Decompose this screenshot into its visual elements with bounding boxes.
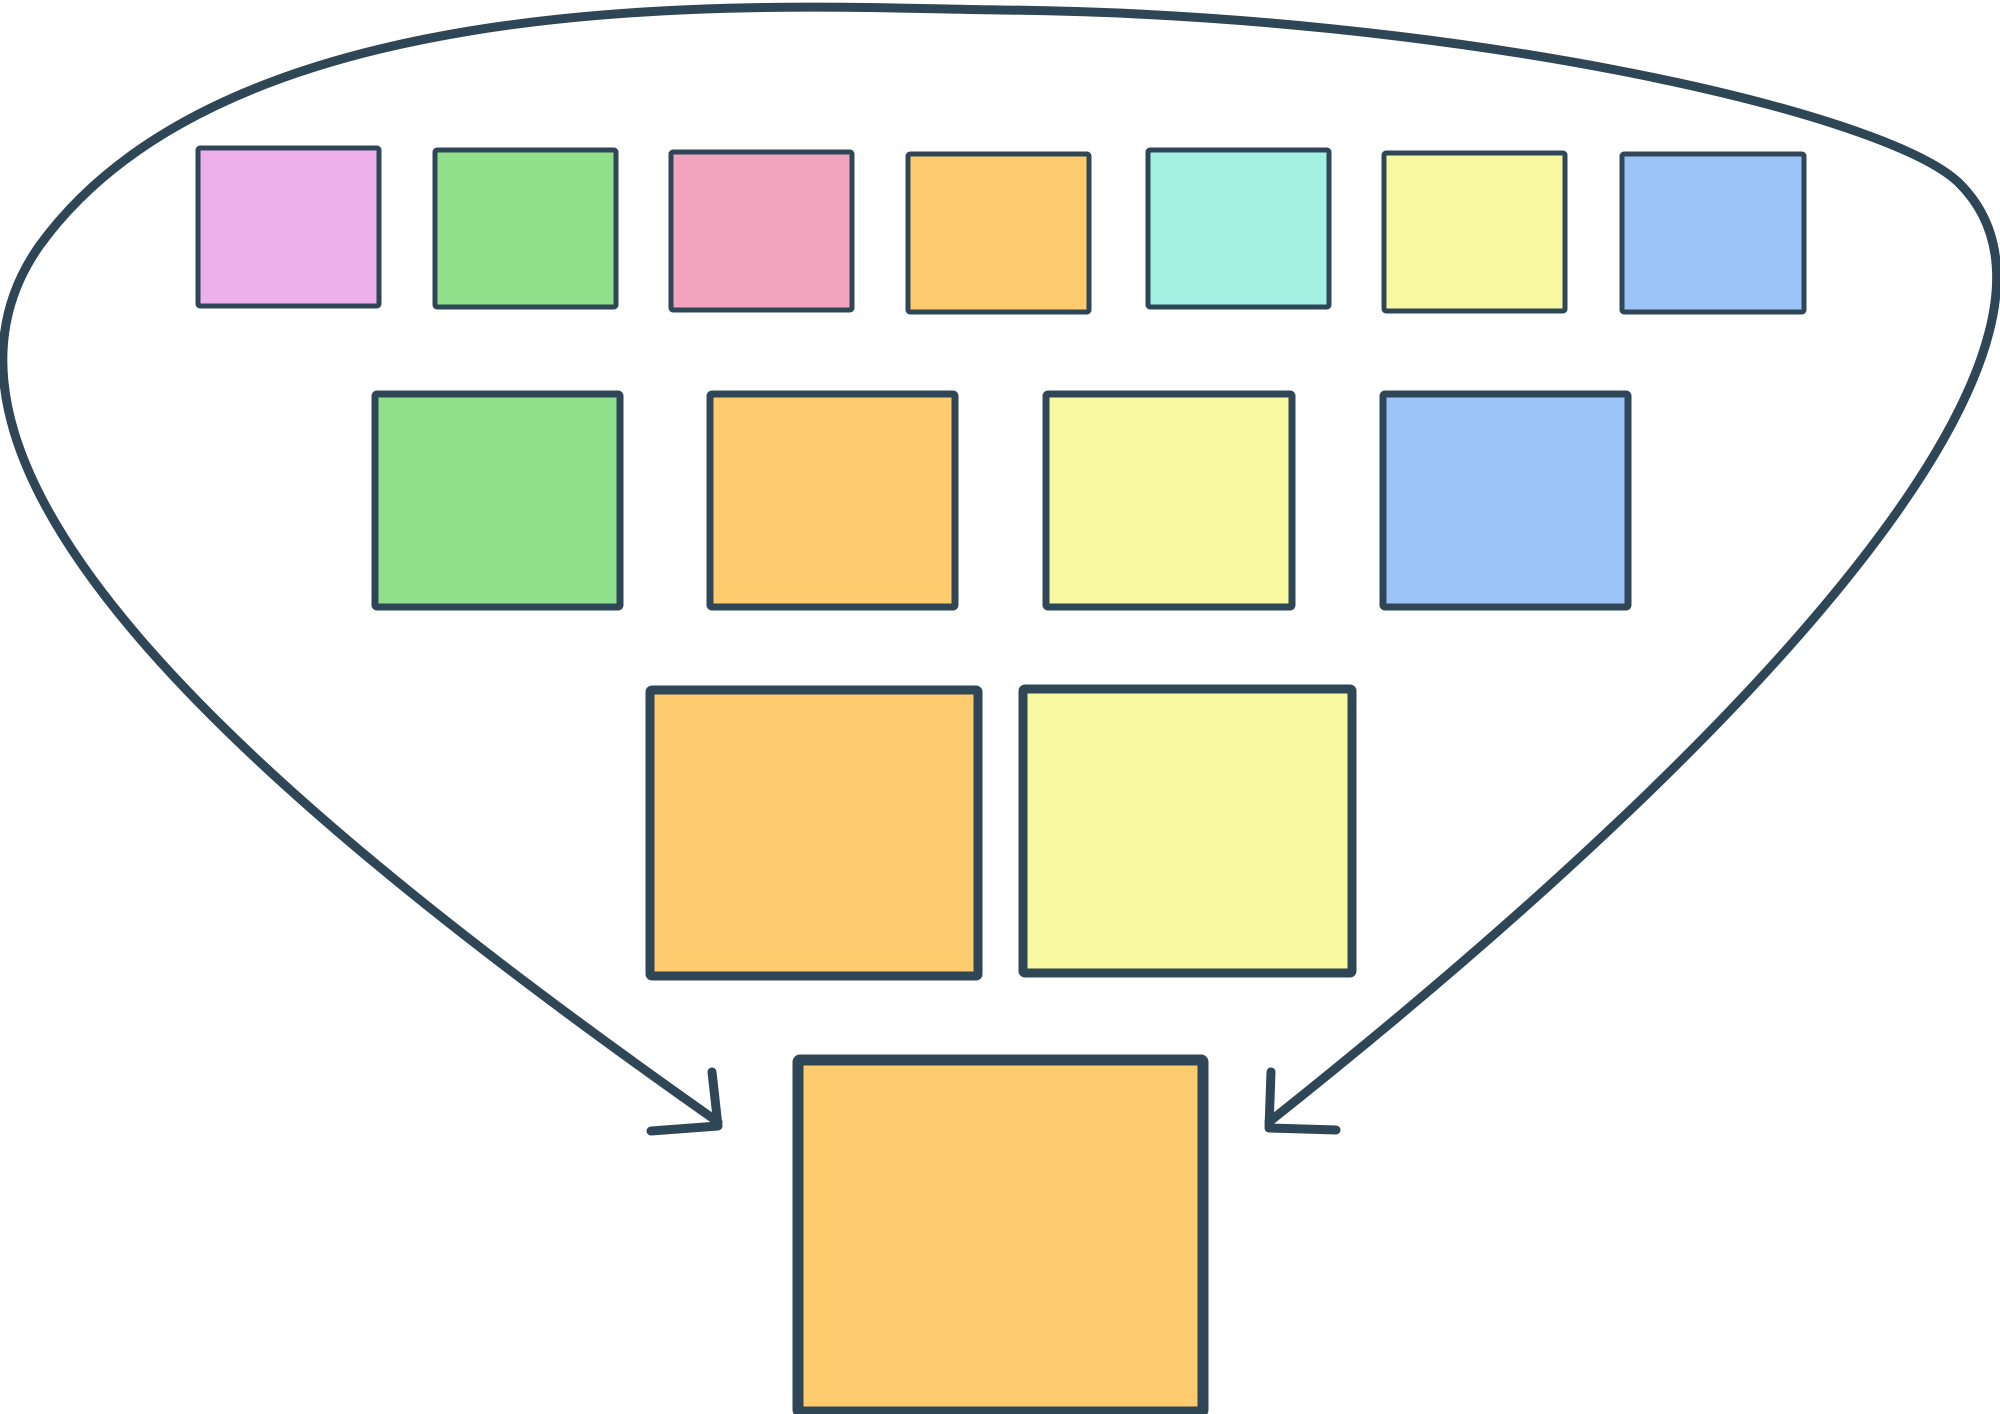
loop-arrow-path <box>0 2 2000 1127</box>
row-1-box-rose <box>668 149 855 313</box>
row-2-box-green <box>371 390 624 611</box>
row-1-box-yellow <box>1381 150 1568 314</box>
row-1-box-teal <box>1145 147 1332 310</box>
arrowhead-left <box>646 1067 723 1136</box>
row-2-box-blue <box>1379 390 1632 611</box>
row-4-box-orange <box>792 1054 1209 1414</box>
row-2-box-yellow <box>1042 390 1296 611</box>
row-1-box-pink <box>195 145 382 309</box>
arrowhead-right <box>1264 1067 1341 1135</box>
sticky-boxes <box>195 145 1807 1414</box>
row-3-box-orange <box>645 685 983 981</box>
row-3-box-yellow <box>1018 684 1357 978</box>
row-2-box-orange <box>706 390 959 611</box>
row-1-box-orange <box>905 151 1092 315</box>
row-1-box-blue <box>1619 151 1807 315</box>
row-1-box-green <box>432 147 619 310</box>
